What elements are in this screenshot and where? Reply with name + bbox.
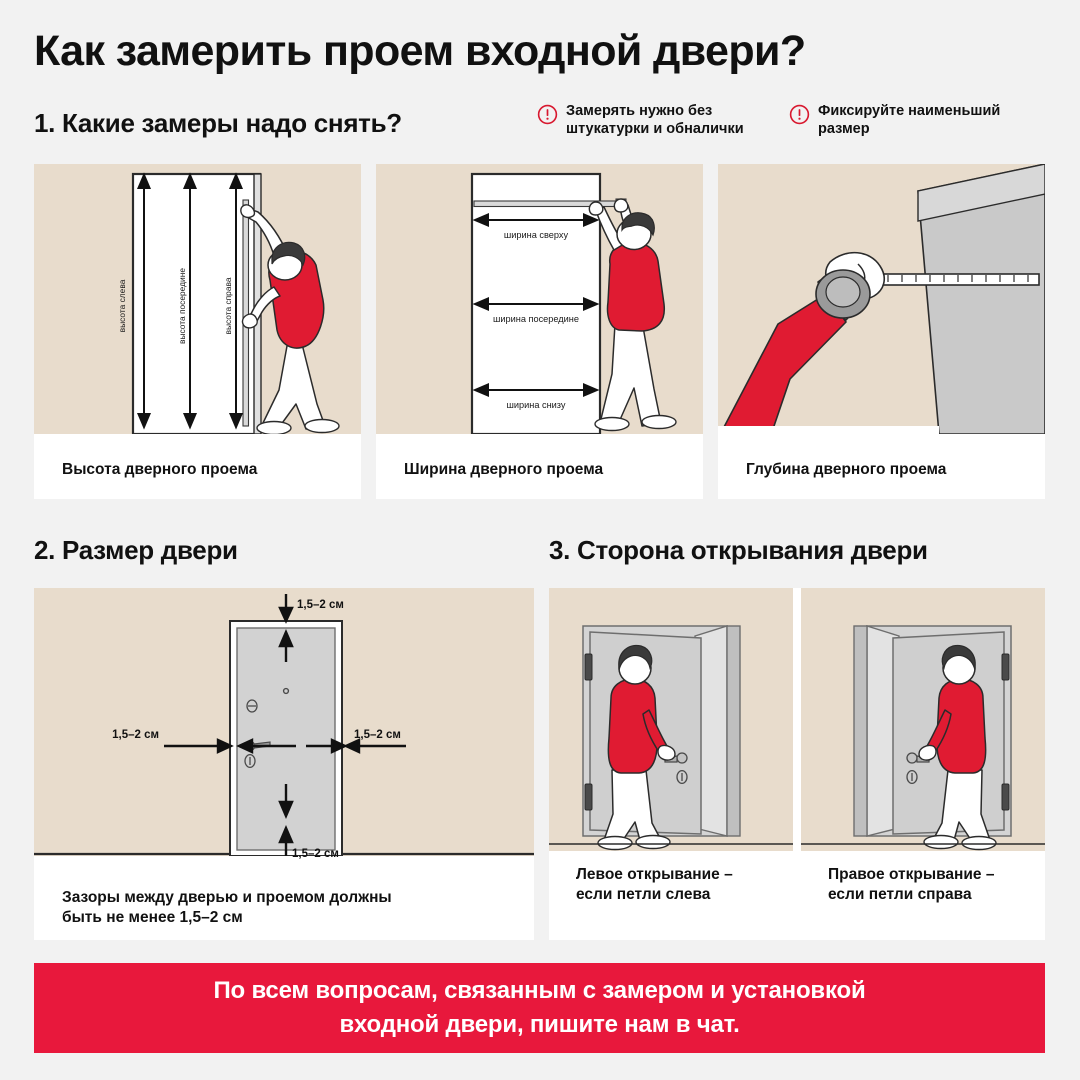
hinge-icon — [584, 653, 593, 681]
hinge-icon — [1001, 653, 1010, 681]
illustration-left-opening — [549, 588, 793, 851]
person-measuring-width — [588, 198, 677, 432]
label-width-bottom: ширина снизу — [507, 400, 566, 410]
label-width-middle: ширина посередине — [493, 314, 579, 324]
card-doorway-width: ширина сверху ширина посередине ширина с… — [376, 164, 703, 499]
caption-left-opening: Левое открывание – если петли слева — [576, 866, 733, 903]
contact-banner[interactable]: По всем вопросам, связанным с замером и … — [34, 963, 1045, 1053]
dim-left: 1,5–2 см — [112, 729, 159, 741]
opening-side-pair: Левое открывание – если петли слева — [549, 588, 1045, 905]
illustration-width: ширина сверху ширина посередине ширина с… — [376, 164, 703, 434]
page-title: Как замерить проем входной двери? — [34, 27, 806, 75]
warning-circle-icon — [537, 104, 558, 125]
gaps-diagram: 1,5–2 см 1,5–2 см 1,5–2 см — [34, 588, 534, 856]
pane-left-opening: Левое открывание – если петли слева — [549, 588, 793, 905]
hinge-icon — [584, 783, 593, 811]
note-text: Фиксируйте наименьший размер — [818, 103, 1001, 137]
person-right-opening — [918, 644, 997, 851]
right-opening-diagram — [801, 588, 1045, 851]
tape-measure-icon — [872, 273, 1040, 286]
person-measuring-height — [240, 204, 340, 434]
caption-right-opening: Правое открывание – если петли справа — [828, 866, 995, 903]
illustration-gaps: 1,5–2 см 1,5–2 см 1,5–2 см — [34, 588, 534, 856]
step-2-heading: 2. Размер двери — [34, 535, 238, 565]
illustration-right-opening — [801, 588, 1045, 851]
card-caption-height: Высота дверного проема — [62, 461, 258, 478]
hinge-icon — [1001, 783, 1010, 811]
card-opening-side: Левое открывание – если петли слева — [549, 588, 1045, 940]
label-height-left: высота слева — [117, 279, 127, 332]
note-smallest-size: Фиксируйте наименьший размер — [789, 103, 1051, 138]
label-width-top: ширина сверху — [504, 230, 569, 240]
left-opening-diagram — [549, 588, 793, 851]
card-door-gaps: 1,5–2 см 1,5–2 см 1,5–2 см — [34, 588, 534, 940]
note-no-plaster: Замерять нужно без штукатурки и обналичк… — [537, 103, 783, 138]
dim-right: 1,5–2 см — [354, 729, 401, 741]
pane-right-opening: Правое открывание – если петли справа — [801, 588, 1045, 905]
height-diagram: высота слева высота посередине высота сп… — [34, 164, 361, 434]
warning-circle-icon — [789, 104, 810, 125]
note-text: Замерять нужно без штукатурки и обналичк… — [566, 103, 744, 137]
label-height-middle: высота посередине — [177, 268, 187, 344]
card-doorway-depth: Глубина дверного проема — [718, 164, 1045, 499]
step-3-heading: 3. Сторона открывания двери — [549, 535, 928, 565]
width-diagram: ширина сверху ширина посередине ширина с… — [376, 164, 703, 434]
dim-top: 1,5–2 см — [297, 599, 344, 611]
card-caption-width: Ширина дверного проема — [404, 461, 604, 478]
banner-text: По всем вопросам, связанным с замером и … — [213, 976, 866, 1038]
depth-diagram — [718, 164, 1045, 434]
illustration-depth — [718, 164, 1045, 434]
illustration-height: высота слева высота посередине высота сп… — [34, 164, 361, 434]
card-caption-depth: Глубина дверного проема — [746, 461, 947, 478]
step-1-heading: 1. Какие замеры надо снять? — [34, 108, 402, 138]
dim-bottom: 1,5–2 см — [292, 848, 339, 860]
person-left-opening — [597, 644, 676, 851]
card-caption-gaps: Зазоры между дверью и проемом должны быт… — [62, 889, 392, 927]
label-height-right: высота справа — [223, 277, 233, 334]
card-doorway-height: высота слева высота посередине высота сп… — [34, 164, 361, 499]
